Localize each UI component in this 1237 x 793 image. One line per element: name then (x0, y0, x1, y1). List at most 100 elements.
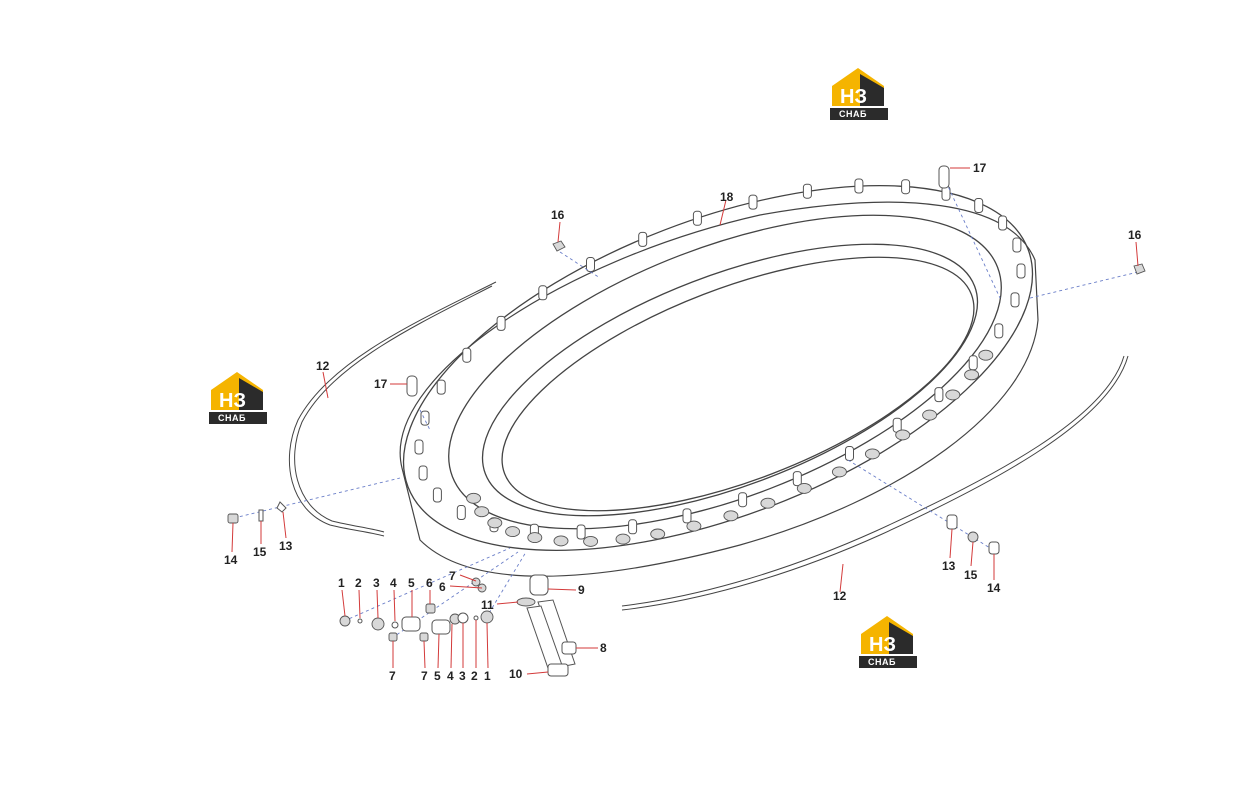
ring-bolt-stud (456, 505, 466, 520)
ring-bolt-stud (538, 285, 548, 301)
ring-bolt-stud (638, 231, 648, 247)
ring-bolt-stud (628, 519, 638, 535)
callout-3-top: 3 (373, 576, 380, 590)
ring-bolt-stud (901, 179, 911, 195)
ring-bolt-stud (845, 446, 854, 461)
ring-bolt-stud (576, 524, 586, 540)
ring-bolt-head (505, 526, 521, 538)
callout-4-bottom: 4 (447, 669, 454, 683)
logo-mark: НЗ (219, 390, 246, 412)
callout-2-top: 2 (355, 576, 362, 590)
lube-tube-right-inner (621, 355, 1125, 607)
ring-bolt-head (922, 409, 938, 421)
callout-labels: 18 16 16 17 17 12 12 14 15 13 13 15 14 7… (224, 161, 1142, 683)
callout-13-left: 13 (279, 539, 293, 553)
ring-bolt-head (650, 528, 666, 540)
callout-18: 18 (720, 190, 734, 204)
logo-house-icon: НЗ (861, 616, 913, 656)
ring-bolt-stud (994, 323, 1004, 339)
ring-bolt-stud (792, 471, 802, 487)
logo-house-icon: НЗ (211, 372, 263, 412)
leader-lines (231, 167, 1139, 675)
callout-1-bottom: 1 (484, 669, 491, 683)
callout-15-right: 15 (964, 568, 978, 582)
callout-17-left: 17 (374, 377, 388, 391)
callout-8: 8 (600, 641, 607, 655)
ring-bolt-stud (934, 387, 944, 403)
ring-bolt-head (527, 532, 543, 544)
ring-bolt-stud (738, 492, 748, 508)
callout-3-bottom: 3 (459, 669, 466, 683)
ring-bolt-head (466, 492, 482, 504)
ring-bolt-stud (1016, 263, 1026, 279)
logo-word: СНАБ (839, 109, 867, 119)
ring-bolt-head (978, 349, 994, 361)
callout-12-bottom: 12 (833, 589, 847, 603)
ring-bolt-head (553, 535, 569, 547)
ring-bolt-stud (968, 355, 978, 371)
callout-4-top: 4 (390, 576, 397, 590)
callout-16-top: 16 (551, 208, 565, 222)
callout-6-top: 6 (426, 576, 433, 590)
ring-bolt-head (583, 535, 599, 547)
callout-1-top: 1 (338, 576, 345, 590)
ring-bolt-head (487, 517, 503, 529)
callout-11: 11 (481, 598, 494, 612)
callout-7-upper: 7 (449, 569, 456, 583)
ring-bolt-stud (496, 315, 506, 331)
logo-watermark-left: НЗ СНАБ (209, 372, 267, 424)
logo-mark: НЗ (840, 86, 867, 108)
callout-12-left: 12 (316, 359, 330, 373)
ring-bolt-head (615, 533, 631, 545)
ring-bolt-head (760, 497, 776, 509)
callout-10: 10 (509, 667, 523, 681)
lube-tube-left (288, 281, 497, 537)
callout-15-left: 15 (253, 545, 267, 559)
callout-14-left: 14 (224, 553, 238, 567)
callout-5-bottom: 5 (434, 669, 441, 683)
ring-bolt-head (831, 466, 847, 478)
callout-7-bottom-b: 7 (421, 669, 428, 683)
ring-bolt-stud (682, 508, 692, 524)
ring-bolt-stud (692, 210, 702, 226)
ring-bolt-stud (1012, 237, 1022, 253)
callout-6-upper: 6 (439, 580, 446, 594)
ring-bolt-stud (998, 215, 1008, 231)
ring-bolt-head (723, 510, 739, 522)
callout-9: 9 (578, 583, 585, 597)
ring-bolt-stud (586, 257, 595, 272)
ring-bolt-stud (414, 439, 424, 455)
callout-13-right: 13 (942, 559, 956, 573)
ring-bolt-head (474, 506, 490, 518)
ring-bolts (414, 178, 1026, 547)
ring-bolt-stud (802, 183, 812, 199)
ring-bolt-stud (436, 379, 446, 395)
ring-bolt-stud (1010, 292, 1020, 308)
ring-bolt-stud (418, 465, 428, 481)
ring-bolt-head (686, 520, 702, 532)
logo-watermark-top: НЗ СНАБ (830, 68, 888, 120)
small-parts (227, 165, 1146, 677)
ring-bolt-head (796, 482, 812, 494)
lube-tube-left-inner (294, 285, 493, 533)
callout-5-top: 5 (408, 576, 415, 590)
slewing-ring (399, 185, 1039, 577)
callout-2-bottom: 2 (471, 669, 478, 683)
ring-bolt-head (945, 389, 961, 401)
lube-tube-right (621, 355, 1129, 611)
ring-bolt-stud (420, 410, 430, 426)
ring-bolt-head (964, 369, 980, 381)
logo-watermark-bottom: НЗ СНАБ (859, 616, 917, 668)
ring-bolt-stud (854, 178, 864, 194)
callout-17-top: 17 (973, 161, 987, 175)
logo-mark: НЗ (869, 634, 896, 656)
callout-14-right: 14 (987, 581, 1001, 595)
logo-word: СНАБ (218, 413, 246, 423)
ring-bolt-stud (748, 194, 758, 210)
ring-bolt-stud (432, 487, 442, 503)
ring-bolt-head (864, 448, 880, 460)
callout-7-bottom-a: 7 (389, 669, 396, 683)
ring-bolt-stud (974, 198, 984, 213)
